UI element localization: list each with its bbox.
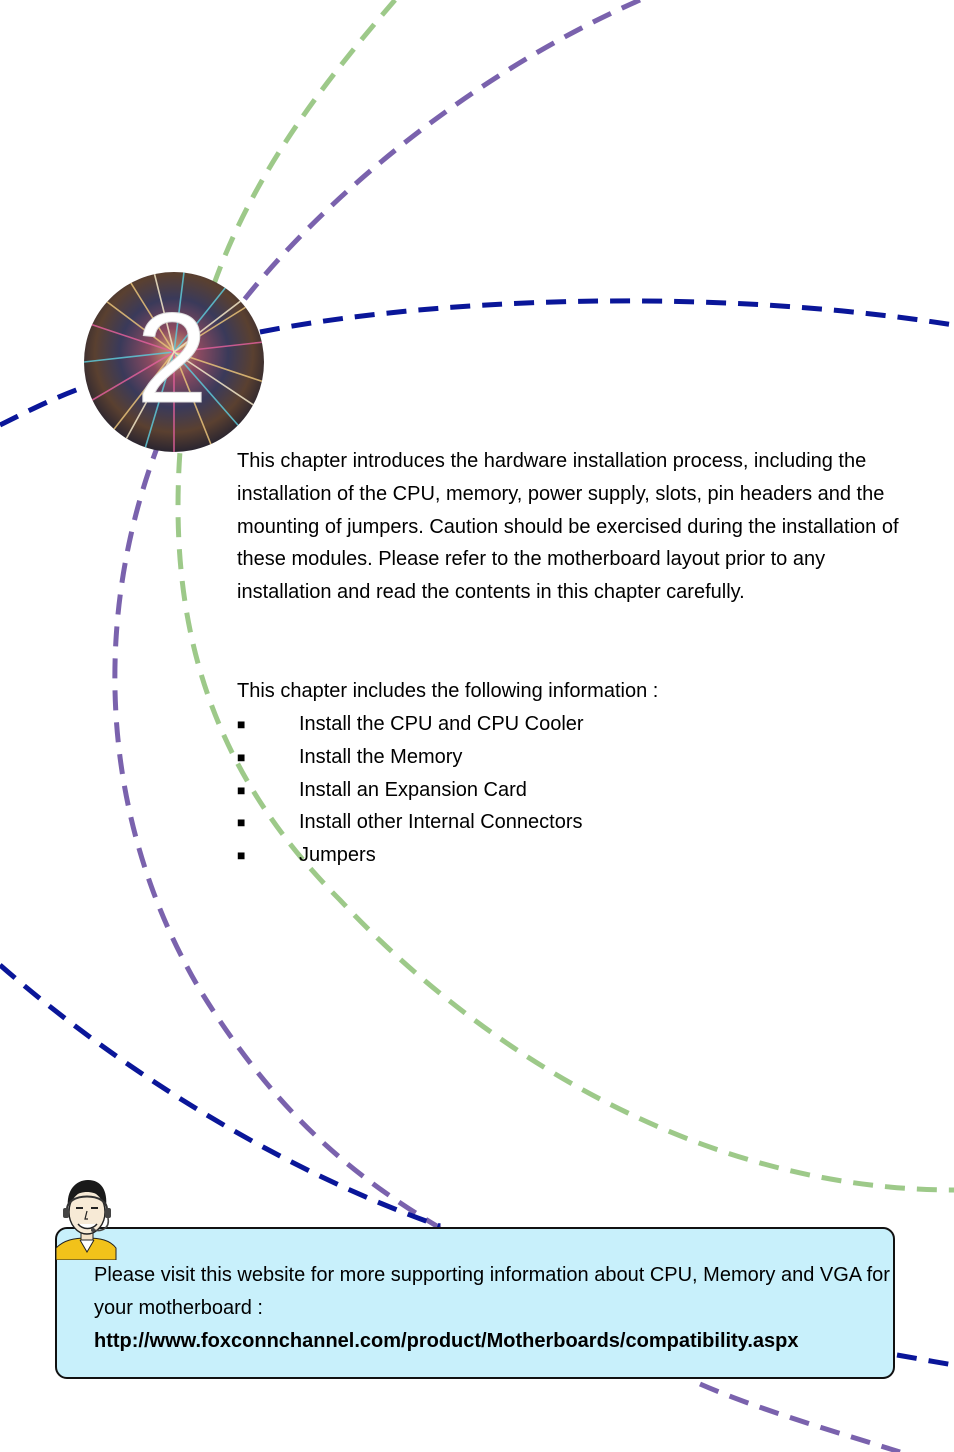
chapter-number: 2: [136, 287, 207, 430]
topic-label: Jumpers: [299, 844, 376, 867]
intro-paragraph: This chapter introduces the hardware ins…: [237, 450, 899, 604]
bullet-icon: ■: [237, 781, 246, 798]
list-item: ■ Install an Expansion Card: [237, 774, 584, 807]
bullet-icon: ■: [237, 814, 246, 831]
support-agent-icon: [56, 1180, 117, 1260]
support-note: Please visit this website for more suppo…: [94, 1259, 894, 1358]
navy-arc-tail: [896, 1352, 954, 1368]
purple-arc-tail: [699, 1381, 901, 1452]
green-arc: [175, 0, 954, 1193]
topic-label: Install an Expansion Card: [299, 778, 527, 801]
topic-label: Install the Memory: [299, 745, 463, 768]
purple-arc: [112, 0, 642, 1231]
support-note-text: Please visit this website for more suppo…: [94, 1264, 890, 1319]
bullet-icon: ■: [237, 716, 246, 732]
navy-arc-bottom: [0, 963, 441, 1229]
list-item: ■ Install the CPU and CPU Cooler: [237, 708, 584, 741]
list-item: ■ Jumpers: [237, 839, 584, 872]
bullet-icon: ■: [237, 748, 246, 765]
fireworks-circle-icon: 2: [84, 272, 264, 452]
compatibility-link[interactable]: http://www.foxconnchannel.com/product/Mo…: [94, 1330, 799, 1352]
list-item: ■ Install other Internal Connectors: [237, 806, 584, 839]
list-item: ■ Install the Memory: [237, 741, 584, 774]
support-note-box: Please visit this website for more suppo…: [55, 1227, 895, 1379]
includes-heading: This chapter includes the following info…: [237, 680, 659, 702]
navy-arc-top: [0, 298, 954, 428]
topic-label: Install the CPU and CPU Cooler: [299, 713, 584, 735]
topic-label: Install other Internal Connectors: [299, 811, 583, 834]
bullet-icon: ■: [237, 847, 246, 864]
topic-list: ■ Install the CPU and CPU Cooler ■ Insta…: [237, 708, 584, 872]
